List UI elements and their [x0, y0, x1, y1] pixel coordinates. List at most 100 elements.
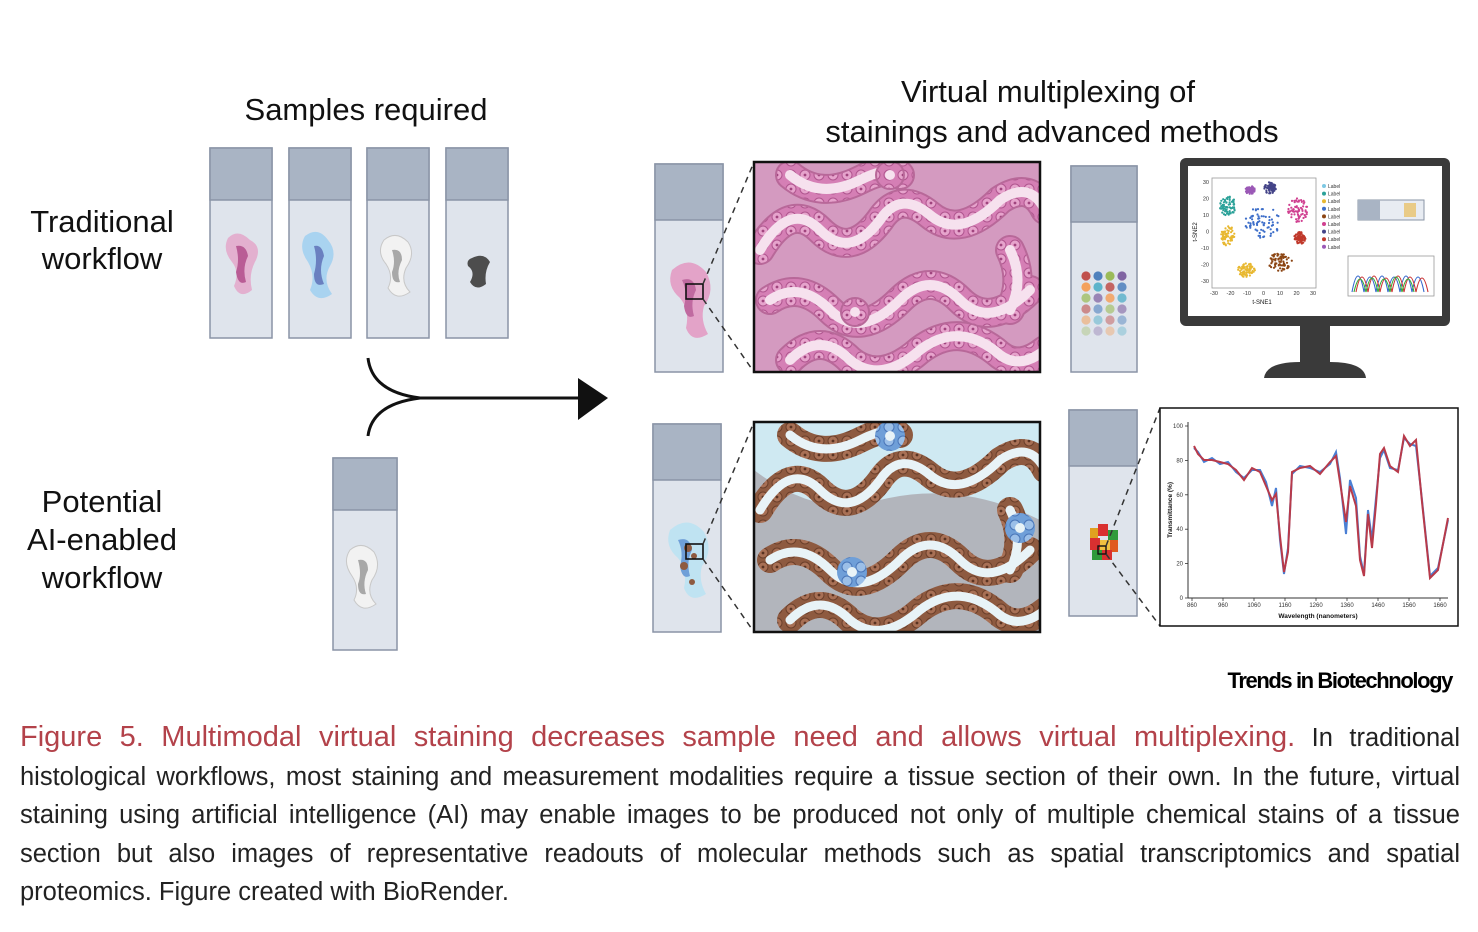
tsne-point: [1295, 218, 1298, 221]
tsne-ytick: -20: [1201, 263, 1209, 269]
spectrum-ytick: 100: [1173, 424, 1184, 430]
tsne-point: [1249, 263, 1252, 266]
tsne-point: [1247, 187, 1250, 190]
tsne-point: [1270, 262, 1273, 265]
tsne-point: [1253, 267, 1256, 270]
tsne-point: [1264, 184, 1267, 187]
multiplex-dot: [1081, 271, 1091, 281]
tsne-point: [1298, 234, 1301, 237]
tsne-point: [1256, 208, 1260, 211]
samples-required-label: Samples required: [245, 92, 488, 127]
caption-body: In traditional histological workflows, m…: [20, 724, 1460, 906]
tsne-point: [1288, 203, 1291, 206]
tsne-legend-label: Label: [1328, 222, 1340, 228]
tsne-point: [1276, 229, 1279, 232]
tsne-point: [1283, 268, 1286, 271]
multiplex-dot: [1093, 315, 1103, 325]
tsne-point: [1290, 199, 1294, 202]
multiplex-dot: [1105, 293, 1115, 303]
figure-caption: Figure 5. Multimodal virtual staining de…: [20, 718, 1460, 912]
tsne-point: [1257, 217, 1260, 220]
tsne-point: [1221, 211, 1224, 214]
tsne-point: [1223, 241, 1226, 244]
tsne-point: [1244, 262, 1247, 265]
tsne-point: [1303, 214, 1306, 217]
tsne-legend-label: Label: [1328, 207, 1340, 213]
tsne-point: [1268, 192, 1271, 195]
tsne-point: [1242, 266, 1245, 270]
tsne-point: [1251, 191, 1254, 194]
tsne-point: [1229, 212, 1232, 215]
tsne-ylabel: t-SNE2: [1193, 222, 1199, 242]
tsne-point: [1273, 253, 1276, 256]
tsne-point: [1243, 270, 1246, 273]
tsne-point: [1259, 236, 1262, 239]
multiplex-dot: [1093, 304, 1103, 314]
tsne-point: [1270, 266, 1273, 269]
multiplex-dot: [1105, 315, 1115, 325]
tsne-legend-label: Label: [1328, 245, 1340, 251]
tsne-point: [1241, 265, 1244, 268]
tsne-xtick: 0: [1262, 291, 1265, 297]
tsne-point: [1226, 196, 1230, 199]
tsne-point: [1228, 210, 1231, 213]
ai-workflow-label-line2: AI-enabled: [27, 522, 177, 557]
tsne-point: [1272, 208, 1275, 211]
tsne-point: [1274, 187, 1277, 190]
tsne-point: [1260, 228, 1263, 231]
tsne-point: [1224, 213, 1227, 217]
he-slide: [654, 163, 724, 373]
tsne-point: [1228, 198, 1231, 201]
spectrum-xtick: 1060: [1247, 603, 1261, 609]
tsne-point: [1269, 228, 1272, 231]
tsne-point: [1254, 208, 1257, 211]
tsne-point: [1220, 199, 1223, 202]
tsne-point: [1222, 209, 1225, 212]
tsne-point: [1270, 224, 1273, 227]
tsne-point: [1297, 220, 1300, 223]
tsne-point: [1302, 205, 1305, 208]
tsne-point: [1222, 201, 1225, 204]
tsne-point: [1237, 268, 1240, 271]
tsne-point: [1264, 215, 1267, 218]
tsne-point: [1270, 184, 1273, 187]
tsne-point: [1251, 271, 1254, 274]
tsne-point: [1287, 256, 1290, 259]
tsne-legend-label: Label: [1328, 199, 1340, 205]
tsne-point: [1233, 235, 1236, 238]
mini-slide-icon: [1357, 199, 1425, 221]
tsne-point: [1270, 188, 1273, 191]
tsne-xtick: 20: [1293, 291, 1299, 297]
tsne-point: [1248, 274, 1251, 277]
tsne-point: [1231, 206, 1234, 209]
tsne-point: [1271, 190, 1274, 193]
spectrum-ytick: 20: [1176, 562, 1183, 568]
multiplex-dot: [1081, 282, 1091, 292]
tsne-point: [1302, 199, 1305, 202]
tsne-xtick: -10: [1243, 291, 1251, 297]
tsne-point: [1223, 238, 1227, 241]
tsne-ytick: 30: [1203, 180, 1209, 186]
tsne-point: [1248, 270, 1251, 273]
virtual-title-line1: Virtual multiplexing of: [901, 74, 1195, 109]
tsne-point: [1275, 214, 1279, 217]
tsne-point: [1269, 181, 1272, 184]
tsne-point: [1296, 213, 1300, 216]
multiplex-dot: [1105, 282, 1115, 292]
tsne-xtick: 30: [1310, 291, 1316, 297]
tsne-point: [1295, 206, 1298, 209]
tsne-point: [1266, 226, 1269, 229]
tsne-legend-marker: [1322, 214, 1326, 219]
tsne-point: [1257, 215, 1260, 218]
spectrum-ytick: 40: [1176, 527, 1183, 533]
multiplex-dot: [1093, 326, 1103, 336]
tsne-point: [1277, 264, 1280, 267]
tsne-point: [1290, 216, 1293, 219]
tsne-legend-label: Label: [1328, 230, 1340, 236]
tsne-point: [1239, 271, 1242, 274]
tsne-point: [1271, 260, 1274, 263]
tsne-point: [1274, 257, 1277, 260]
tsne-xlabel: t-SNE1: [1252, 300, 1272, 306]
tsne-point: [1262, 229, 1265, 232]
